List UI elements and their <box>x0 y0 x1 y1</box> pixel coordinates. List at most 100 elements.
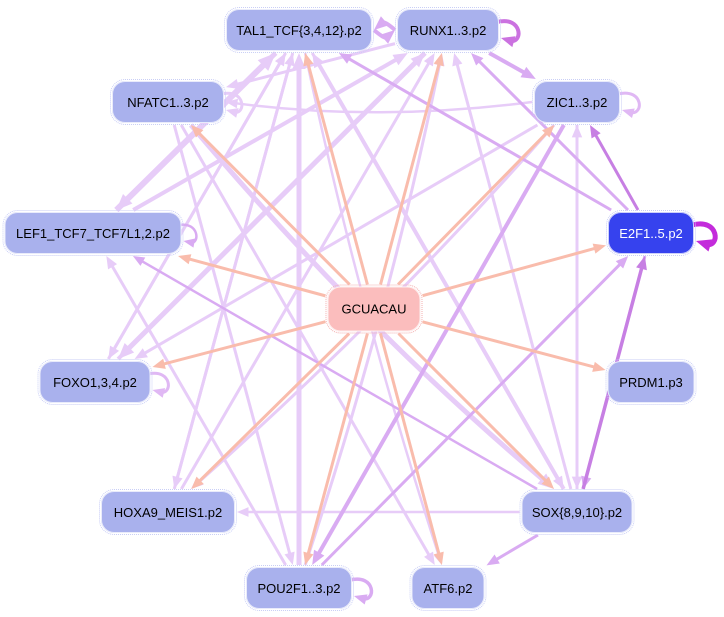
edge-e2f1-runx1 <box>476 58 630 212</box>
arrowhead-zic1-nfatc1 <box>226 98 239 109</box>
node-label-foxo1: FOXO1,3,4.p2 <box>53 374 137 390</box>
arrowhead-tal1-lef1 <box>116 193 133 210</box>
edge-gcuacau-runx1 <box>379 62 441 285</box>
arrowhead-zic1-sox <box>571 476 583 489</box>
node-hoxa9[interactable]: HOXA9_MEIS1.p2 <box>99 489 237 535</box>
arrowhead-runx1-tal1 <box>374 16 389 30</box>
node-label-lef1: LEF1_TCF7_TCF7L1,2.p2 <box>16 225 170 241</box>
arrowhead-loop-nfatc1 <box>226 108 239 118</box>
arrowhead-loop-pou2f1 <box>354 594 368 605</box>
arrowhead-hoxa9-runx1 <box>423 53 435 67</box>
edge-runx1-nfatc1 <box>235 42 396 87</box>
node-label-prdm1: PRDM1.p3 <box>619 374 683 390</box>
arrowhead-gcuacau-hoxa9 <box>191 476 204 489</box>
node-label-atf6: ATF6.p2 <box>423 580 473 596</box>
node-label-pou2f1: POU2F1..3.p2 <box>257 580 341 596</box>
edge-runx1-zic1 <box>488 51 527 76</box>
arrowhead-gcuacau-sox <box>541 476 554 489</box>
node-e2f1[interactable]: E2F1..5.p2 <box>606 210 696 256</box>
node-label-hoxa9: HOXA9_MEIS1.p2 <box>113 504 223 520</box>
arrowhead-nfatc1-pou2f1 <box>284 551 295 565</box>
arrowhead-loop-lef1 <box>183 238 196 248</box>
arrowhead-loop-runx1 <box>501 36 516 48</box>
edge-tal1-foxo1 <box>112 52 287 352</box>
node-lef1[interactable]: LEF1_TCF7_TCF7L1,2.p2 <box>2 210 184 256</box>
arrowhead-gcuacau-prdm1 <box>592 361 606 372</box>
arrowhead-loop-zic1 <box>622 108 635 119</box>
node-prdm1[interactable]: PRDM1.p3 <box>605 359 697 405</box>
edge-gcuacau-nfatc1 <box>196 130 351 286</box>
edge-e2f1-tal1 <box>346 56 612 212</box>
node-label-gcuacau: GCUACAU <box>341 301 407 317</box>
node-foxo1[interactable]: FOXO1,3,4.p2 <box>37 359 153 405</box>
edge-gcuacau-prdm1 <box>422 320 597 369</box>
edge-gcuacau-tal1 <box>306 62 369 285</box>
edge-zic1-pou2f1 <box>316 124 566 557</box>
arrowhead-lef1-runx1 <box>392 53 408 66</box>
node-runx1[interactable]: RUNX1..3.p2 <box>395 7 501 53</box>
node-sox[interactable]: SOX{8,9,10}.p2 <box>519 489 635 535</box>
edge-gcuacau-lef1 <box>187 257 326 298</box>
node-zic1[interactable]: ZIC1..3.p2 <box>532 79 622 125</box>
edge-sox-runx1 <box>455 62 573 490</box>
arrowhead-runx1-nfatc1 <box>226 78 240 90</box>
arrowhead-gcuacau-pou2f1 <box>303 551 314 565</box>
arrowhead-runx1-zic1 <box>520 66 536 79</box>
edge-gcuacau-pou2f1 <box>306 333 369 556</box>
arrowhead-runx1-foxo1 <box>118 342 135 359</box>
edge-gcuacau-hoxa9 <box>197 332 351 484</box>
arrowhead-gcuacau-atf6 <box>433 551 444 565</box>
edge-gcuacau-zic1 <box>396 131 549 286</box>
edge-sox-atf6 <box>494 533 539 562</box>
node-label-runx1: RUNX1..3.p2 <box>409 22 487 38</box>
node-pou2f1[interactable]: POU2F1..3.p2 <box>244 565 354 611</box>
edge-hoxa9-runx1 <box>180 60 431 490</box>
edge-sox-lef1 <box>140 259 538 491</box>
edge-gcuacau-atf6 <box>379 333 441 556</box>
arrowhead-gcuacau-tal1 <box>303 53 314 67</box>
edge-zic1-foxo1 <box>142 123 539 356</box>
node-gcuacau[interactable]: GCUACAU <box>325 284 423 334</box>
arrowhead-sox-runx1 <box>452 53 463 67</box>
node-nfatc1[interactable]: NFATC1..3.p2 <box>110 79 226 125</box>
arrowhead-loop-e2f1 <box>696 239 713 252</box>
arrowhead-pou2f1-lef1 <box>106 256 118 270</box>
edge-zic1-nfatc1 <box>234 100 533 114</box>
edge-gcuacau-foxo1 <box>161 320 326 366</box>
arrowhead-e2f1-tal1 <box>338 53 353 64</box>
arrowhead-tal1-hoxa9 <box>172 475 183 489</box>
arrowhead-gcuacau-lef1 <box>178 254 192 265</box>
edge-runx1-foxo1 <box>125 51 427 352</box>
arrowhead-gcuacau-foxo1 <box>152 358 166 369</box>
edge-gcuacau-e2f1 <box>422 246 597 298</box>
node-label-nfatc1: NFATC1..3.p2 <box>127 94 209 110</box>
arrowhead-pou2f1-e2f1 <box>615 256 629 269</box>
edge-e2f1-zic1 <box>593 132 640 211</box>
node-tal1[interactable]: TAL1_TCF{3,4,12}.p2 <box>224 7 374 53</box>
node-atf6[interactable]: ATF6.p2 <box>409 565 487 611</box>
edge-pou2f1-lef1 <box>110 263 287 566</box>
arrowhead-tal1-runx1 <box>380 30 395 44</box>
arrowhead-pou2f1-tal1 <box>292 53 306 69</box>
arrowhead-gcuacau-e2f1 <box>592 243 606 254</box>
arrowhead-gcuacau-zic1 <box>542 125 555 138</box>
arrowhead-sox-hoxa9 <box>237 507 249 517</box>
node-label-sox: SOX{8,9,10}.p2 <box>531 504 623 520</box>
arrowhead-sox-e2f1 <box>636 256 647 271</box>
arrowhead-tal1-sox <box>553 475 564 489</box>
edge-pou2f1-e2f1 <box>320 261 623 567</box>
arrowhead-e2f1-zic1 <box>589 125 601 139</box>
edge-tal1-sox <box>310 52 561 482</box>
node-label-e2f1: E2F1..5.p2 <box>619 225 683 241</box>
arrowhead-sox-atf6 <box>486 554 500 566</box>
arrowhead-e2f1-runx1 <box>471 53 484 66</box>
arrowhead-zic1-pou2f1 <box>312 549 325 565</box>
edge-nfatc1-atf6 <box>179 124 432 558</box>
node-label-zic1: ZIC1..3.p2 <box>546 94 608 110</box>
edge-gcuacau-sox <box>397 332 549 484</box>
edge-tal1-hoxa9 <box>175 52 295 480</box>
arrowhead-zic1-foxo1 <box>134 348 148 359</box>
node-label-tal1: TAL1_TCF{3,4,12}.p2 <box>236 22 362 38</box>
arrowhead-sox-lef1 <box>132 256 146 266</box>
